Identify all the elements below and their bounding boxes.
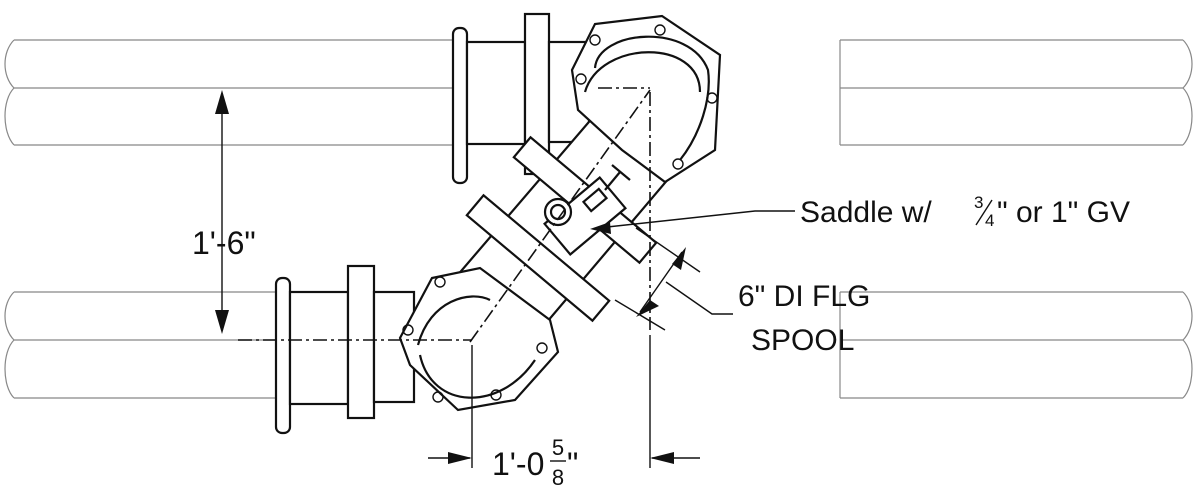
callout-saddle-denominator: 4 — [985, 211, 994, 230]
dimension-horizontal-whole: 1'-0 — [492, 446, 544, 482]
right-lower-pipe — [839, 291, 1193, 399]
upper-elbow-fitting — [570, 14, 722, 184]
dimension-horizontal-suffix: " — [567, 446, 578, 482]
saddle-leader — [590, 210, 795, 234]
saddle-gate-valve — [543, 164, 631, 257]
lower-elbow-fitting — [398, 266, 560, 412]
spool-lower-flange — [465, 193, 611, 323]
dimension-horizontal-numerator: 5 — [552, 435, 564, 460]
callout-saddle: Saddle w/ 3 4 " or 1" GV — [800, 193, 1130, 230]
dimension-horizontal-label: 1'-0 5 8 " — [492, 435, 578, 488]
callout-spool-line1: 6" DI FLG — [738, 280, 870, 313]
left-lower-pipe — [4, 291, 290, 399]
callout-saddle-numerator: 3 — [974, 193, 983, 212]
dimension-vertical — [215, 90, 229, 334]
callout-saddle-prefix: Saddle w/ — [800, 196, 932, 229]
dimension-horizontal-denominator: 8 — [552, 465, 564, 488]
callout-spool: 6" DI FLG SPOOL — [738, 280, 870, 357]
callout-spool-line2: SPOOL — [751, 324, 854, 357]
right-upper-pipe — [839, 39, 1193, 146]
dimension-vertical-label: 1'-6" — [192, 225, 256, 261]
centerlines — [238, 87, 651, 343]
lower-pipe-connection — [274, 264, 416, 435]
dimension-spool-length — [614, 227, 701, 331]
spool-leader — [665, 281, 733, 315]
callout-saddle-suffix: " or 1" GV — [997, 196, 1130, 229]
dimension-horizontal — [428, 335, 700, 468]
left-upper-pipe — [4, 39, 460, 146]
